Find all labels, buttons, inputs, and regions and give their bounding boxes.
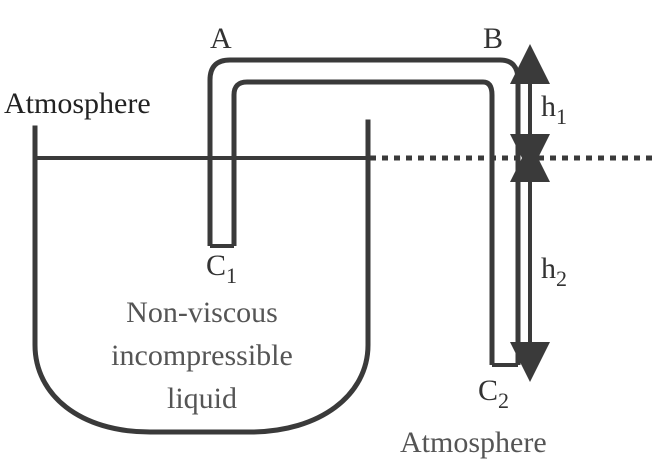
siphon-tube-inner — [231, 79, 495, 365]
label-atmosphere-bottom: Atmosphere — [400, 426, 547, 459]
label-c2-letter: C — [478, 374, 498, 407]
label-liquid-line2: incompressible — [111, 339, 293, 372]
label-h2-sub: 2 — [556, 266, 567, 291]
label-point-a: A — [210, 22, 232, 55]
label-h2: h2 — [541, 252, 567, 291]
label-point-b: B — [483, 22, 503, 55]
label-h1-letter: h — [541, 90, 556, 123]
label-c1-sub: 1 — [226, 263, 237, 288]
label-liquid-line1: Non-viscous — [126, 296, 278, 329]
label-c1-letter: C — [206, 249, 226, 282]
label-h2-letter: h — [541, 252, 556, 285]
container-outline — [32, 119, 371, 435]
label-c1: C1 — [206, 249, 237, 288]
label-atmosphere-left: Atmosphere — [4, 87, 151, 120]
label-c2-sub: 2 — [498, 388, 509, 413]
label-h1-sub: 1 — [556, 104, 567, 129]
label-c2: C2 — [478, 374, 509, 413]
label-h1: h1 — [541, 90, 567, 129]
label-liquid-line3: liquid — [167, 382, 237, 415]
